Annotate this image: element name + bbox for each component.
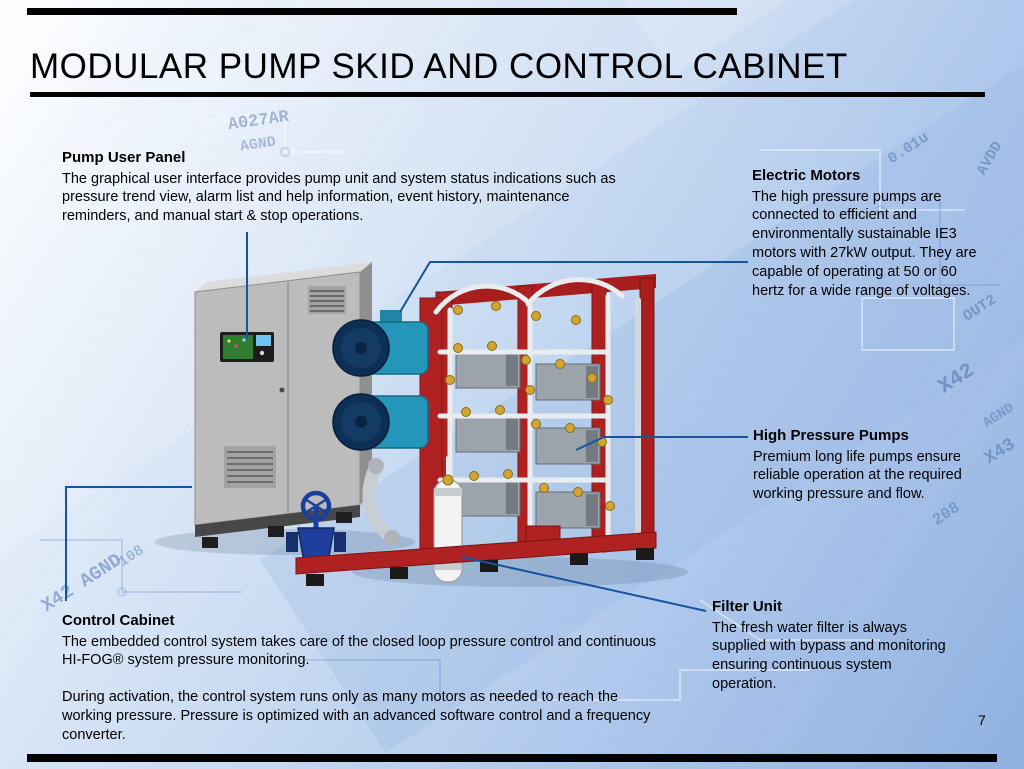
callout-filter-unit: Filter Unit The fresh water filter is al… [712,597,950,694]
page-number: 7 [978,712,986,728]
bottom-divider-bar [27,754,997,762]
pump-skid-illustration [155,262,688,587]
top-divider-bar [27,8,737,15]
high-pressure-pumps-body: Premium long life pumps ensure reliable … [753,448,962,503]
background-watermark: A027AR [226,107,291,136]
pump-skid-graphic [286,274,657,586]
title-underline [30,92,985,97]
filter-unit-heading: Filter Unit [712,598,782,615]
callout-electric-motors: Electric Motors The high pressure pumps … [752,166,990,301]
pump-user-panel-body: The graphical user interface provides pu… [62,170,616,225]
background-watermark: X42 AGND [37,548,126,618]
background-watermark: X42 [934,359,980,400]
high-pressure-pumps-heading: High Pressure Pumps [753,427,909,444]
pump-user-panel-heading: Pump User Panel [62,149,186,166]
pump-user-panel-graphic [220,332,274,362]
slide-title: MODULAR PUMP SKID AND CONTROL CABINET [30,47,848,86]
blue-valve-graphic [286,490,346,563]
electric-motors-graphic [332,310,429,451]
callout-high-pressure-pumps: High Pressure Pumps Premium long life pu… [753,426,995,504]
callout-control-cabinet: Control Cabinet The embedded control sys… [62,611,662,745]
control-cabinet-body-2: During activation, the control system ru… [62,689,651,743]
electric-motors-body: The high pressure pumps are connected to… [752,188,977,299]
control-cabinet-body-1: The embedded control system takes care o… [62,633,657,669]
control-cabinet-heading: Control Cabinet [62,612,175,629]
callout-pump-user-panel: Pump User Panel The graphical user inter… [62,148,637,226]
electric-motors-heading: Electric Motors [752,167,861,184]
background-watermark: 0.01u [885,129,933,168]
filter-unit-body: The fresh water filter is always supplie… [712,619,946,693]
